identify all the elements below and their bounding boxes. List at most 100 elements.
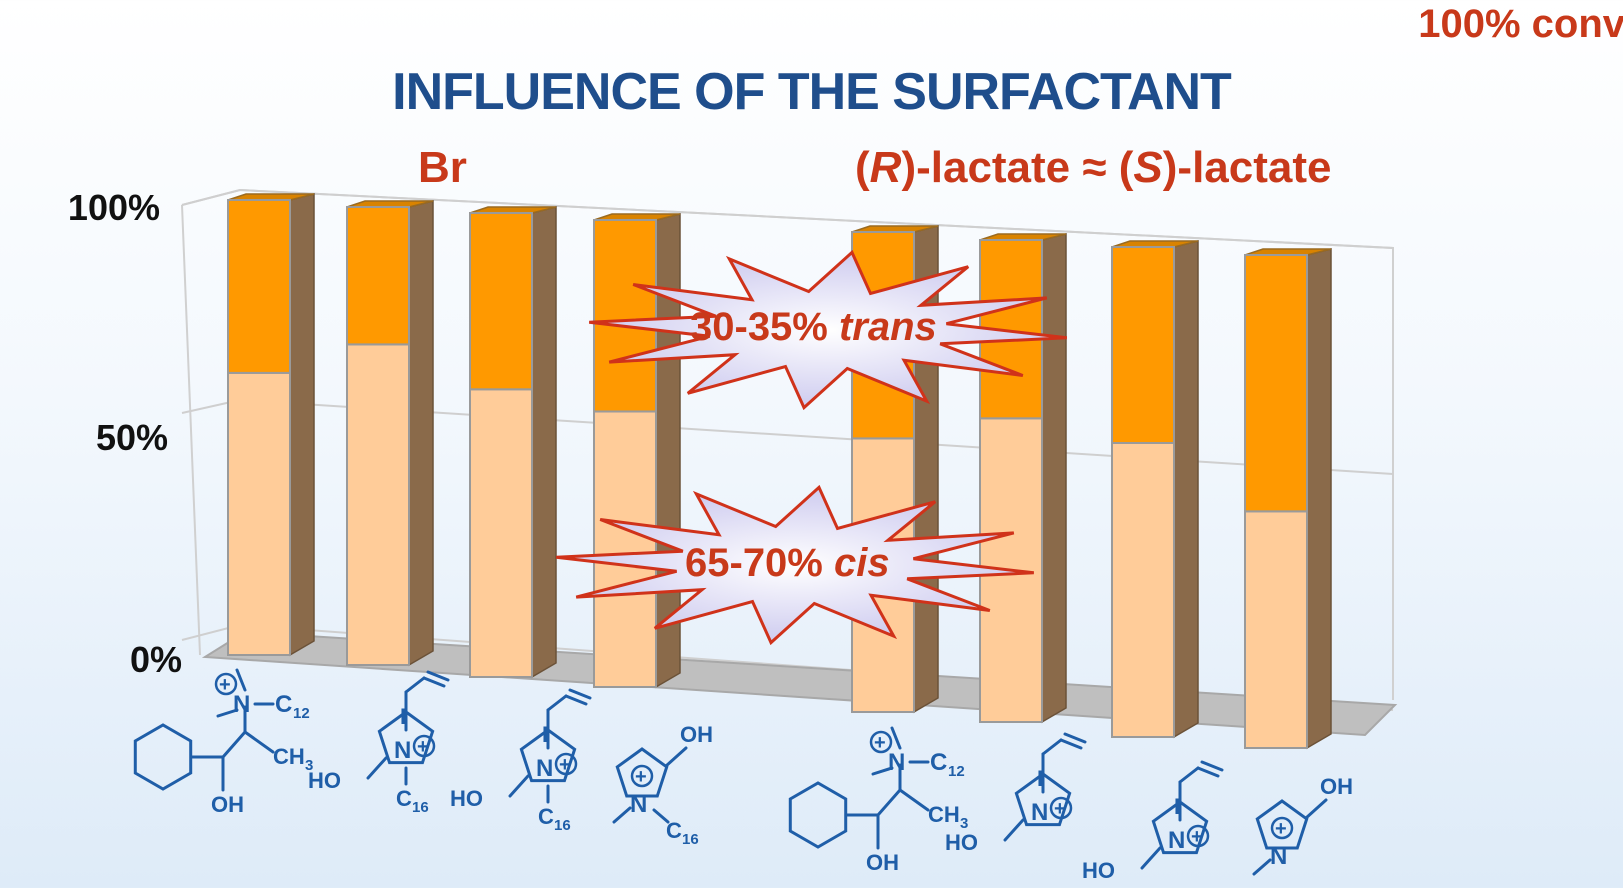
bond — [216, 708, 239, 718]
grid-back-100 — [239, 189, 1394, 249]
ring-chain-3: C — [538, 804, 554, 829]
charge-1-sign: + — [219, 674, 231, 696]
bond — [426, 670, 450, 682]
bond — [1196, 766, 1220, 778]
bond — [898, 788, 930, 812]
bond — [664, 746, 688, 768]
bar-trans-2 — [346, 206, 410, 346]
bar-cis-8 — [1244, 510, 1308, 749]
hydroxyl-label-5: OH — [866, 850, 899, 875]
charge-5-sign: + — [874, 732, 886, 754]
ring-bar-7: I — [1174, 794, 1180, 819]
charge-5 — [869, 730, 893, 754]
bond — [508, 774, 530, 798]
prolinol-charge-8-sign: + — [1275, 818, 1287, 840]
ring-hydroxyl-7: HO — [1082, 858, 1115, 883]
ring-charge-6-sign: + — [1054, 798, 1066, 820]
prolinol-oh-8: OH — [1320, 774, 1353, 799]
ring-charge-7-sign: + — [1191, 826, 1203, 848]
bond — [546, 694, 568, 712]
bar-cis-7 — [1111, 442, 1175, 738]
bar-cis-3 — [469, 388, 533, 678]
group-label-bromide: Br — [418, 143, 467, 192]
prolinol-charge-8 — [1270, 816, 1294, 840]
prolinol-ring-8 — [1255, 799, 1309, 850]
chart-bars — [227, 193, 1332, 750]
hydroxyl-label-1: OH — [211, 792, 244, 817]
chain-label-1: C — [275, 691, 292, 718]
ring-charge-7 — [1186, 824, 1210, 848]
bond — [404, 676, 426, 694]
prolinol-ring-4 — [615, 747, 669, 798]
ring-nitrogen-6: N — [1031, 799, 1048, 826]
bond — [1200, 760, 1224, 772]
annotation-bursts — [556, 249, 1067, 646]
bar-cis-1 — [227, 371, 291, 656]
nitrogen-label-1: N — [233, 691, 250, 718]
bond — [1059, 738, 1083, 750]
left-wall-edge — [181, 204, 201, 656]
bond — [871, 766, 894, 776]
ring-hydroxyl-6: HO — [945, 830, 978, 855]
bond — [1063, 732, 1087, 744]
bond — [1140, 846, 1162, 870]
bond — [890, 726, 902, 750]
cation-ring-7 — [1151, 800, 1209, 855]
ring-charge-2 — [412, 734, 436, 758]
chain-sub-5: 12 — [948, 763, 965, 780]
bar-trans-8 — [1244, 254, 1308, 513]
bond — [221, 730, 247, 759]
prolinol-chain-sub-4: 16 — [682, 831, 699, 848]
prolinol-charge-4 — [630, 764, 654, 788]
ring-nitrogen-2: N — [394, 737, 411, 764]
bar-trans-4 — [593, 219, 657, 413]
bond — [1003, 818, 1025, 842]
ring-nitrogen-3: N — [536, 755, 553, 782]
ring-chain-sub-3: 16 — [554, 817, 571, 834]
ring-charge-6 — [1049, 796, 1073, 820]
phenyl-ring-1 — [133, 723, 193, 791]
ring-hydroxyl-3: HO — [450, 786, 483, 811]
bar-trans-3 — [469, 212, 533, 391]
ring-chain-sub-2: 16 — [412, 799, 429, 816]
annotation-trans: 30-35% trans — [690, 305, 937, 349]
group-label-lactate: (R)-lactate ≈ (S)-lactate — [855, 143, 1332, 192]
ring-charge-3-sign: + — [559, 754, 571, 776]
methyl-sub-1: 3 — [305, 757, 313, 774]
bond — [612, 806, 632, 824]
cation-ring-2 — [377, 710, 435, 765]
ring-bar-6: I — [1037, 766, 1043, 791]
bond — [243, 730, 275, 754]
chain-sub-1: 12 — [293, 705, 310, 722]
bond — [1252, 858, 1272, 876]
bond — [564, 694, 588, 706]
bar-trans-7 — [1111, 246, 1175, 444]
bond — [1178, 766, 1200, 784]
nitrogen-label-5: N — [888, 749, 905, 776]
bond — [366, 756, 388, 780]
bar-trans-1 — [227, 199, 291, 374]
bond — [1041, 738, 1063, 756]
methyl-label-1: CH — [273, 744, 305, 769]
bond — [652, 808, 670, 824]
prolinol-charge-4-sign: + — [635, 766, 647, 788]
ring-charge-3 — [554, 752, 578, 776]
ring-bar-3: I — [542, 722, 548, 747]
prolinol-oh-4: OH — [680, 722, 713, 747]
bond — [235, 668, 247, 692]
bond — [422, 676, 446, 688]
chart-title: INFLUENCE OF THE SURFACTANT — [392, 63, 1232, 121]
burst-cis — [556, 484, 1034, 646]
bond — [568, 688, 592, 700]
cation-ring-3 — [519, 728, 577, 783]
prolinol-chain-4: C — [666, 818, 682, 843]
methyl-label-5: CH — [928, 802, 960, 827]
ring-nitrogen-7: N — [1168, 827, 1185, 854]
y-tick-100: 100% — [67, 187, 160, 228]
ring-charge-2-sign: + — [417, 736, 429, 758]
ring-bar-2: I — [400, 704, 406, 729]
y-tick-50: 50% — [95, 417, 168, 458]
phenyl-ring-5 — [788, 781, 848, 849]
bond — [1304, 798, 1328, 820]
